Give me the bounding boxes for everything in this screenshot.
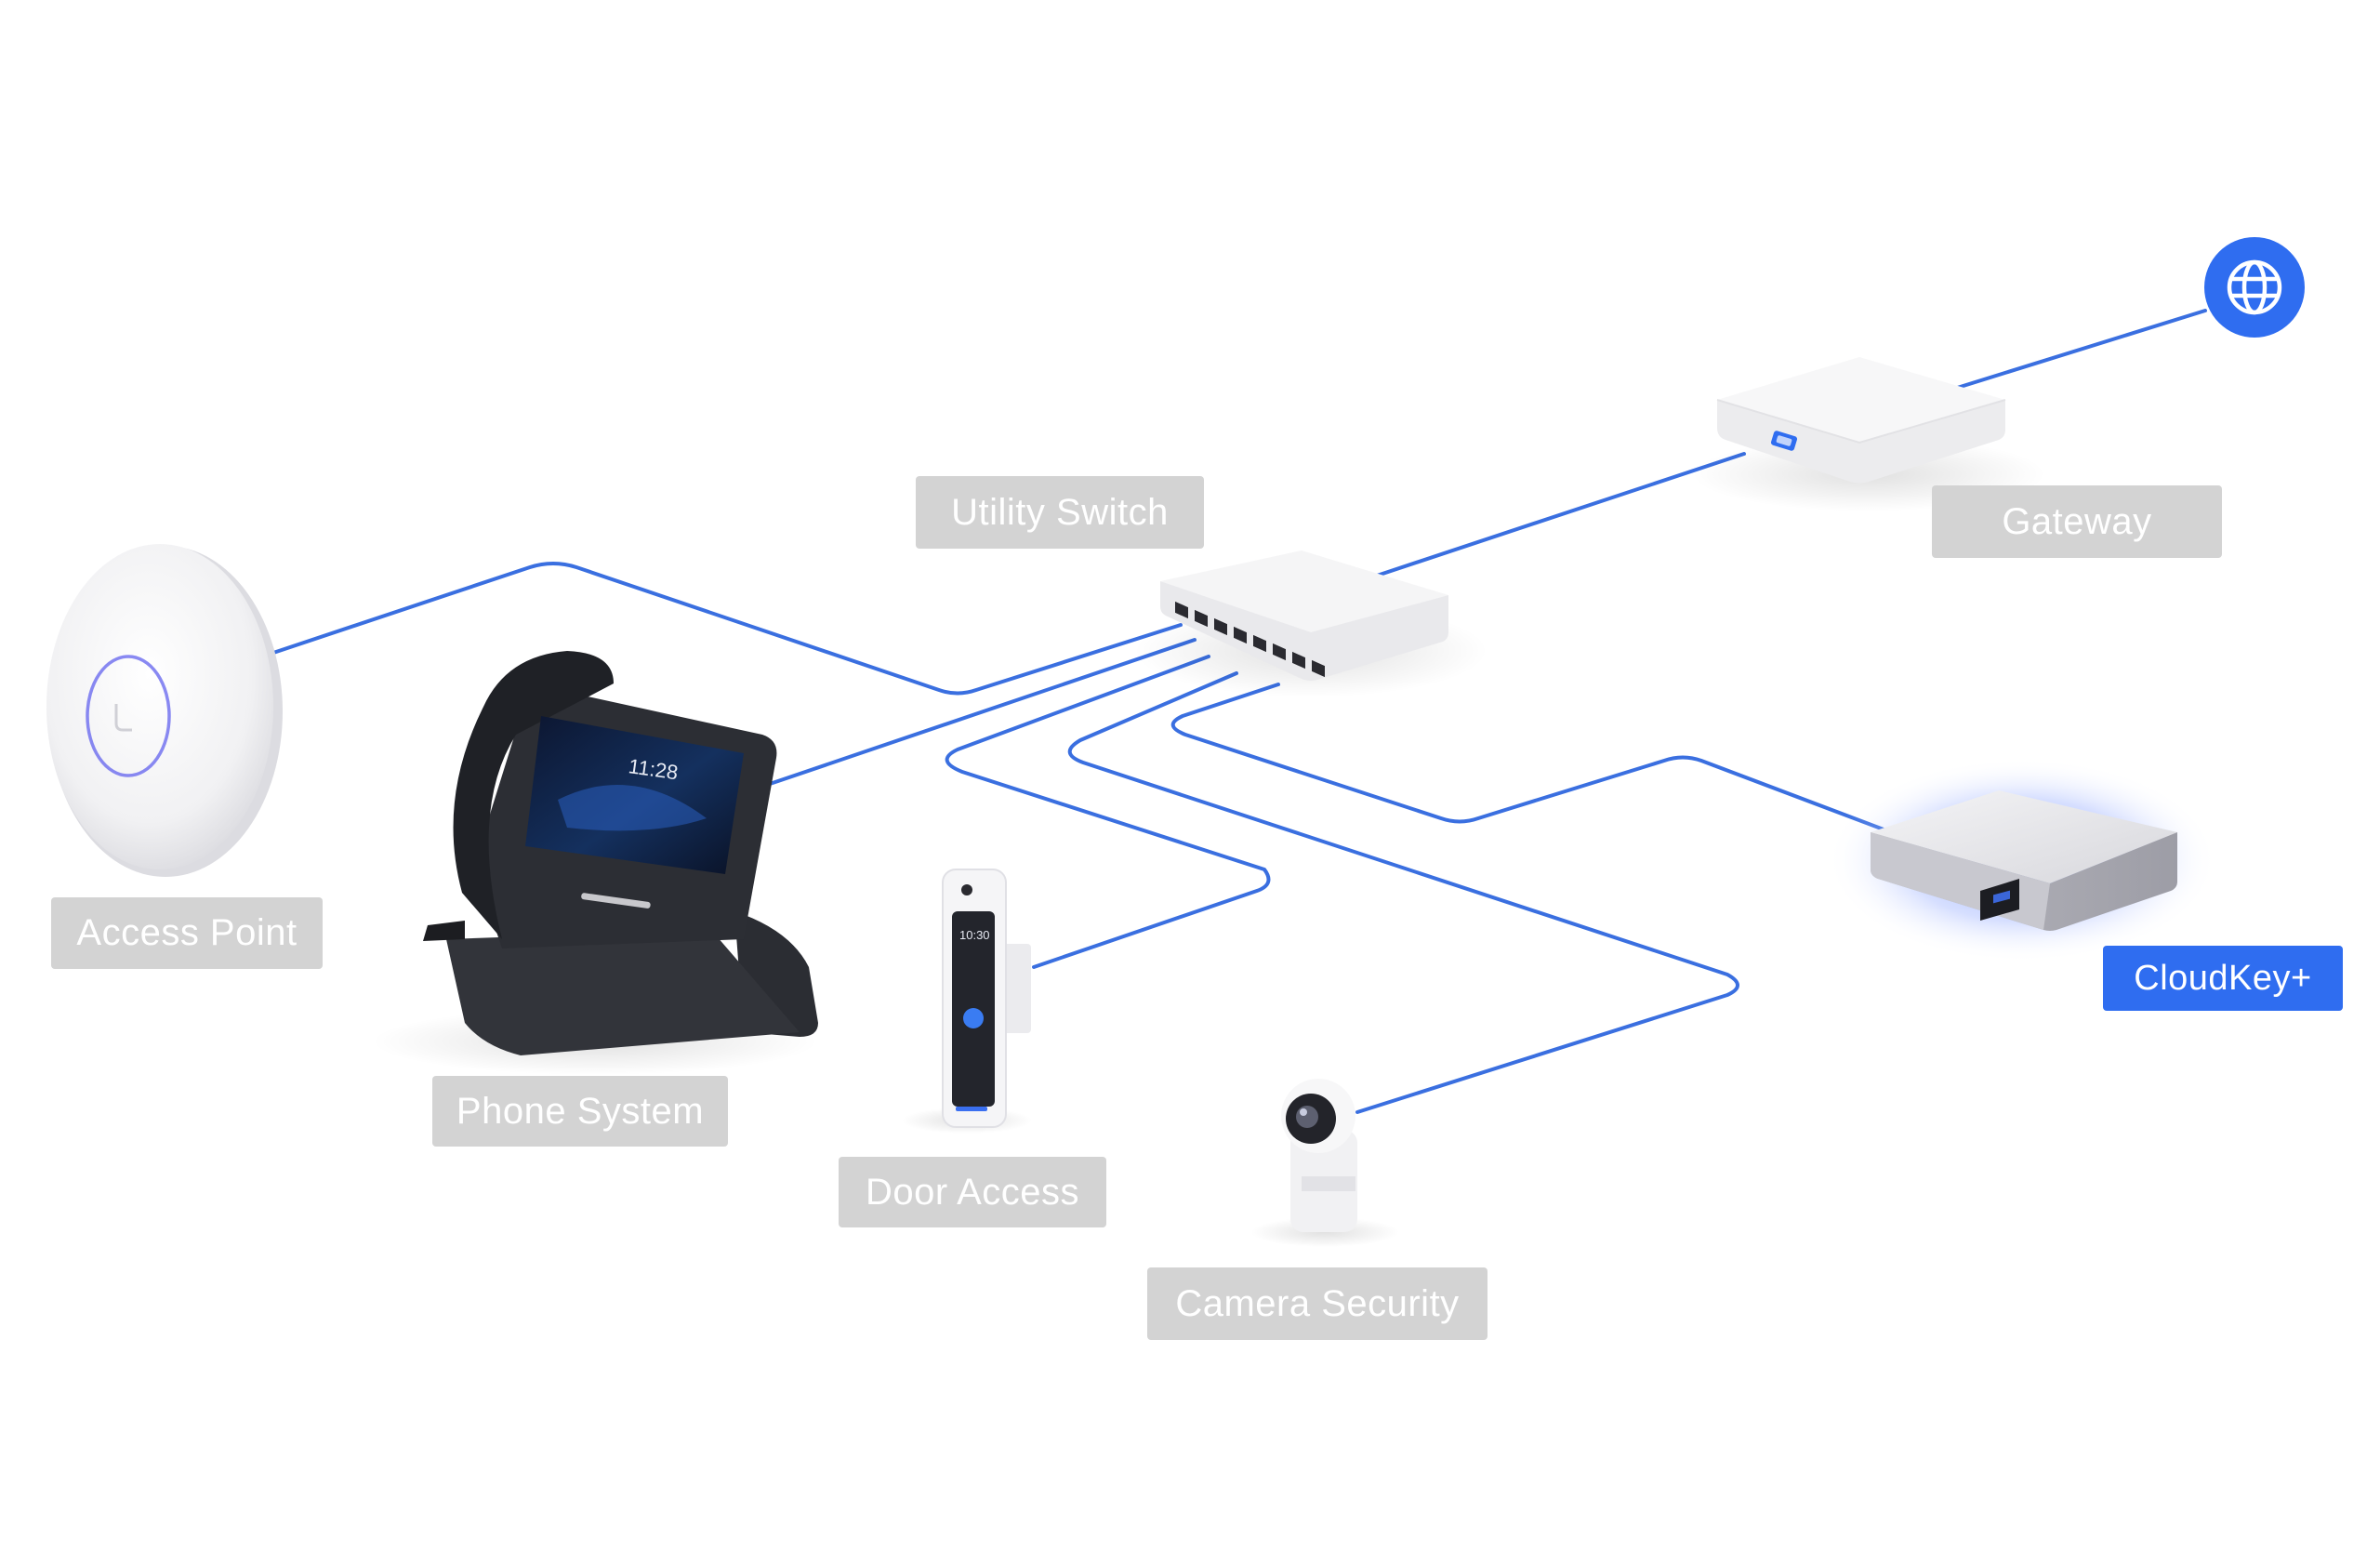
link-camera-security xyxy=(1067,671,1739,1114)
tag-gateway: Gateway xyxy=(1932,485,2222,558)
tag-phone-system: Phone System xyxy=(432,1076,728,1147)
cloudkey-device xyxy=(1827,758,2217,962)
tag-door-access: Door Access xyxy=(839,1157,1106,1227)
internet-node xyxy=(2204,237,2305,338)
tag-utility-switch: Utility Switch xyxy=(916,476,1204,549)
tag-access-point: Access Point xyxy=(51,897,323,969)
utility-switch-device xyxy=(1134,550,1488,697)
access-point-device xyxy=(46,544,283,877)
link-door-access xyxy=(945,655,1271,969)
door-access-device: 10:30 xyxy=(902,869,1032,1134)
tag-camera-security: Camera Security xyxy=(1147,1267,1488,1340)
tag-cloudkey: CloudKey+ xyxy=(2103,946,2343,1011)
link-phone-system xyxy=(768,638,1197,786)
switch-ports xyxy=(1175,601,1325,678)
link-access-point xyxy=(266,562,1183,696)
link-gateway-switch xyxy=(1372,452,1746,578)
door-clock: 10:30 xyxy=(959,928,990,942)
globe-icon xyxy=(2227,259,2282,315)
link-internet-gateway xyxy=(1952,309,2207,391)
camera-security-device xyxy=(1250,1079,1399,1247)
network-links xyxy=(266,309,2207,1114)
phone-system-device: 11:28 xyxy=(372,651,818,1075)
link-cloudkey xyxy=(1170,683,1893,834)
